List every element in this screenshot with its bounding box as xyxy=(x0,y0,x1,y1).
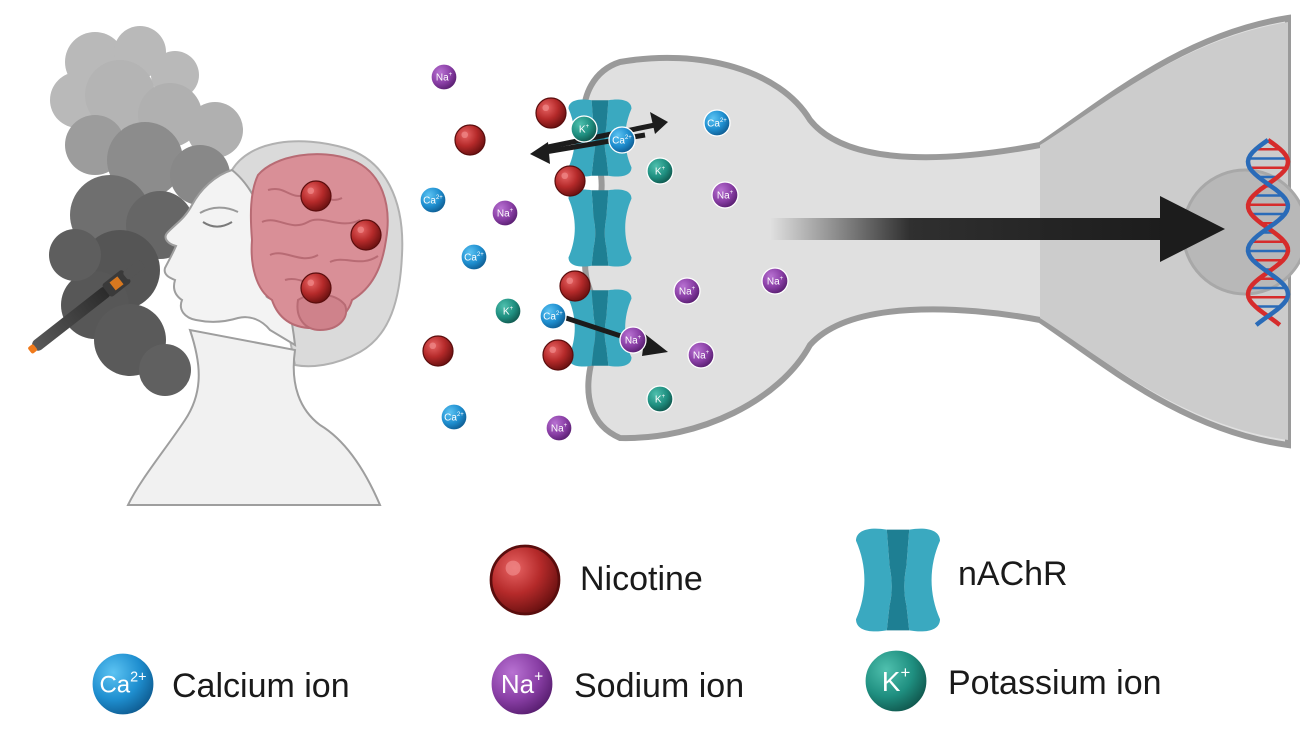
svg-text:Na+: Na+ xyxy=(436,72,453,84)
legend-icon-potassium: K+ xyxy=(862,647,930,715)
nicotine-particle xyxy=(554,165,586,197)
calcium-ion-particle: Ca2+ xyxy=(539,302,567,330)
svg-text:Na+: Na+ xyxy=(551,423,568,435)
e-cigarette xyxy=(28,260,145,354)
svg-text:Na+: Na+ xyxy=(497,208,514,220)
legend-icon-nicotine xyxy=(489,544,561,616)
dna-helix xyxy=(1245,138,1291,327)
legend-label-potassium: Potassium ion xyxy=(948,664,1162,702)
legend-icon-nachr xyxy=(856,528,940,632)
sodium-ion-particle: Na+ xyxy=(687,341,715,369)
legend-icon-calcium: Ca2+ xyxy=(89,650,157,718)
svg-text:K+: K+ xyxy=(579,124,590,136)
nicotine-particle xyxy=(454,124,486,156)
svg-text:Ca2+: Ca2+ xyxy=(99,670,146,699)
calcium-ion-particle: Ca2+ xyxy=(608,126,636,154)
potassium-ion-particle: K+ xyxy=(646,157,674,185)
sodium-ion-particle: Na+ xyxy=(545,414,573,442)
svg-text:Na+: Na+ xyxy=(625,335,642,347)
legend-label-nachr: nAChR xyxy=(958,555,1068,593)
legend-label-calcium: Calcium ion xyxy=(172,667,350,705)
particles: Na+ Ca2+ Na+ Ca2+ K+ Ca2+ Ca2+ Na+ K+ Ca2+ Ca2+ K+ N… xyxy=(300,63,789,442)
calcium-ion-particle: Ca2+ xyxy=(419,186,447,214)
signal-arrow xyxy=(770,196,1225,262)
sodium-ion-particle: Na+ xyxy=(430,63,458,91)
legend-label-sodium: Sodium ion xyxy=(574,667,745,705)
svg-text:Na+: Na+ xyxy=(767,276,784,288)
svg-text:Na+: Na+ xyxy=(693,350,710,362)
svg-text:Ca2+: Ca2+ xyxy=(444,412,464,424)
sodium-ion-particle: Na+ xyxy=(619,326,647,354)
sodium-ion-particle: Na+ xyxy=(761,267,789,295)
sodium-ion-particle: Na+ xyxy=(491,199,519,227)
calcium-ion-particle: Ca2+ xyxy=(440,403,468,431)
nicotine-particle xyxy=(559,270,591,302)
svg-text:Na+: Na+ xyxy=(717,190,734,202)
calcium-ion-particle: Ca2+ xyxy=(703,109,731,137)
svg-text:Ca2+: Ca2+ xyxy=(464,252,484,264)
nicotine-particle xyxy=(422,335,454,367)
legend-icon-sodium: Na+ xyxy=(488,650,556,718)
calcium-ion-particle: Ca2+ xyxy=(460,243,488,271)
potassium-ion-particle: K+ xyxy=(570,115,598,143)
potassium-ion-particle: K+ xyxy=(646,385,674,413)
nicotine-particle xyxy=(300,272,332,304)
svg-text:Ca2+: Ca2+ xyxy=(543,311,563,323)
nicotine-particle xyxy=(542,339,574,371)
potassium-ion-particle: K+ xyxy=(494,297,522,325)
svg-text:Ca2+: Ca2+ xyxy=(423,195,443,207)
svg-text:K+: K+ xyxy=(655,166,666,178)
nachr-receptor-middle xyxy=(568,189,632,267)
svg-text:K+: K+ xyxy=(503,306,514,318)
svg-text:Na+: Na+ xyxy=(501,668,543,699)
nicotine-particle xyxy=(350,219,382,251)
sodium-ion-particle: Na+ xyxy=(711,181,739,209)
sodium-ion-particle: Na+ xyxy=(673,277,701,305)
legend: Ca2+ Na+ K+ xyxy=(89,528,940,718)
nicotine-particle xyxy=(535,97,567,129)
svg-text:K+: K+ xyxy=(882,663,911,697)
svg-text:K+: K+ xyxy=(655,394,666,406)
svg-text:Ca2+: Ca2+ xyxy=(707,118,727,130)
legend-label-nicotine: Nicotine xyxy=(580,560,703,598)
person-head xyxy=(126,140,404,506)
nachr-receptor-bottom xyxy=(568,289,632,367)
nicotine-particle xyxy=(300,180,332,212)
svg-text:Ca2+: Ca2+ xyxy=(612,135,632,147)
svg-text:Na+: Na+ xyxy=(679,286,696,298)
